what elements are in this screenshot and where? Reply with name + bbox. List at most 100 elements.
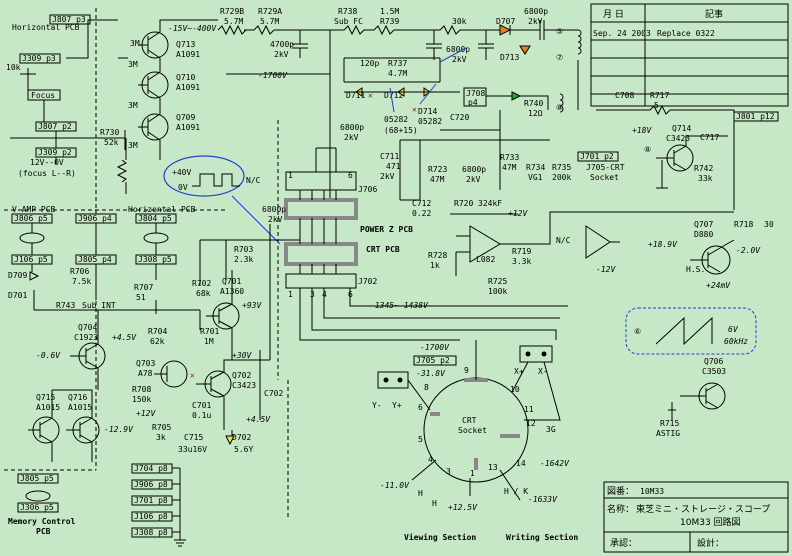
c-30k: 30k (452, 17, 467, 26)
connector-j306-p5-label: J306 p5 (20, 503, 54, 512)
j702-pin-1: 1 (288, 290, 293, 299)
r723-value: 47M (430, 175, 445, 184)
vg-divider: C711 471 2kV R723 47M 6800p 2kV R733 47M… (380, 139, 625, 218)
r705-label: R705 (152, 423, 171, 432)
focus-range-label: (focus L--R) (18, 169, 76, 178)
r701-label: R701 (200, 327, 219, 336)
q702-label: Q702 (232, 371, 251, 380)
approval-label: 承認： (610, 537, 637, 549)
crt-pin-4: 4 (428, 455, 433, 464)
nc-1-label: N/C (246, 176, 261, 185)
marker-7-a: ⑦ (556, 53, 563, 62)
connector-j309-p3 (19, 53, 61, 64)
d714-value: 05282 (418, 117, 442, 126)
q710-label: Q710 (176, 73, 195, 82)
sawtooth-annotation: ⑥ 6V 60kHz (625, 307, 757, 355)
connector-j308-p8-label: J308 p8 (134, 528, 168, 537)
v-1642: -1642V (540, 459, 570, 468)
r730-value: 52k (104, 138, 119, 147)
v-18-a: +18V (632, 126, 652, 135)
r-3m-3: 3M (128, 141, 138, 150)
v-40-label: +40V (172, 168, 191, 177)
v-15-400: -15V~-400V (168, 24, 217, 33)
connector-j106-p5-label: J106 p5 (14, 255, 48, 264)
r743-value: Sub INT (82, 301, 116, 310)
c-6800p-left: 6800p (262, 205, 286, 214)
r740-label: R740 (524, 99, 543, 108)
r728-label: R728 (428, 251, 447, 260)
c715-value: 33u16V (178, 445, 207, 454)
r708-label: R708 (132, 385, 151, 394)
r739-label: R739 (380, 17, 399, 26)
crt-pin-11: 11 (524, 405, 534, 414)
v-30: +30V (232, 351, 252, 360)
c711-kv: 2kV (380, 172, 395, 181)
r740-value: 12Ω (528, 109, 543, 118)
q703-value: A78 (138, 369, 153, 378)
crt-feed-wires: -1345~-1438V -1700V (299, 288, 568, 352)
q704-label: Q704 (78, 323, 97, 332)
connector-j708-p4 (463, 87, 487, 107)
r720-label: R720 (454, 199, 473, 208)
r707-value: 51 (136, 293, 146, 302)
q707-label: Q707 (694, 220, 713, 229)
d713-label: D713 (500, 53, 519, 62)
r739-value: 1.5M (380, 7, 399, 16)
connector-j705-p2-label: J705 p2 (416, 356, 450, 365)
design-label: 設計： (697, 537, 724, 549)
drawing-no-label: 図番： (607, 485, 634, 497)
marker-6-saw: ⑥ (634, 327, 641, 336)
nc-2-label: N/C (556, 236, 571, 245)
r735-label: R735 (552, 163, 571, 172)
v-m12-label: -12V (596, 265, 616, 274)
r725-label: R725 (488, 277, 507, 286)
connector-j106-p8-label: J106 p8 (134, 512, 168, 521)
r706-label: R706 (70, 267, 89, 276)
r742-label: R742 (694, 164, 713, 173)
q713-label: Q713 (176, 40, 195, 49)
q716-label: Q716 (68, 393, 87, 402)
annotation-arrows (389, 47, 467, 113)
name-label: 名称： (607, 503, 634, 515)
c-2kv-left: 2kV (268, 215, 283, 224)
connector-j906-p8-label: J906 p8 (134, 480, 168, 489)
r743-label: R743 (56, 301, 75, 310)
c701-value: 0.1u (192, 411, 211, 420)
q702-value: C3423 (232, 381, 256, 390)
x-plus: X+ (514, 367, 524, 376)
horizontal-pcb-label: Horizontal PCB (12, 23, 80, 32)
heater-b: H (432, 499, 437, 508)
crt-pin-14: 14 (516, 459, 526, 468)
r719-label: R719 (512, 247, 531, 256)
v-4-5a: +4.5V (112, 333, 137, 342)
x-deflection-pins (519, 345, 553, 363)
q716-value: A1015 (68, 403, 92, 412)
q714-label: Q714 (672, 124, 691, 133)
crt-socket-label: Socket (458, 426, 487, 435)
c717-label: C717 (700, 133, 719, 142)
r718-label: R718 (734, 220, 753, 229)
v-24mv: +24mV (706, 281, 731, 290)
c712-value: 0.22 (412, 209, 431, 218)
writing-section-label: Writing Section (506, 532, 578, 542)
marker-8-a: ⑧ (556, 103, 563, 112)
v-0-6: -0.6V (36, 351, 61, 360)
q709-value: A1091 (176, 123, 200, 132)
connector-j702-label: J702 (358, 277, 377, 286)
r737-label: R737 (388, 59, 407, 68)
r715-value: ASTIG (656, 429, 680, 438)
r702-label: R702 (192, 279, 211, 288)
opamp-section: R720 324kF +12V L082 R728 1k R725 100k R… (428, 199, 734, 296)
connector-j805-p4-label: J805 p4 (78, 255, 112, 264)
c720-label: C720 (450, 113, 469, 122)
c702-label: C702 (264, 389, 283, 398)
crt-pin-10: 10 (510, 385, 520, 394)
r720-value: 324kF (478, 199, 502, 208)
r730-label: R730 (100, 128, 119, 137)
r742-value: 33k (698, 174, 713, 183)
v-12-0-label: 12V--0V (30, 158, 64, 167)
v-6v: 6V (728, 325, 739, 334)
x-minus: X- (538, 367, 548, 376)
